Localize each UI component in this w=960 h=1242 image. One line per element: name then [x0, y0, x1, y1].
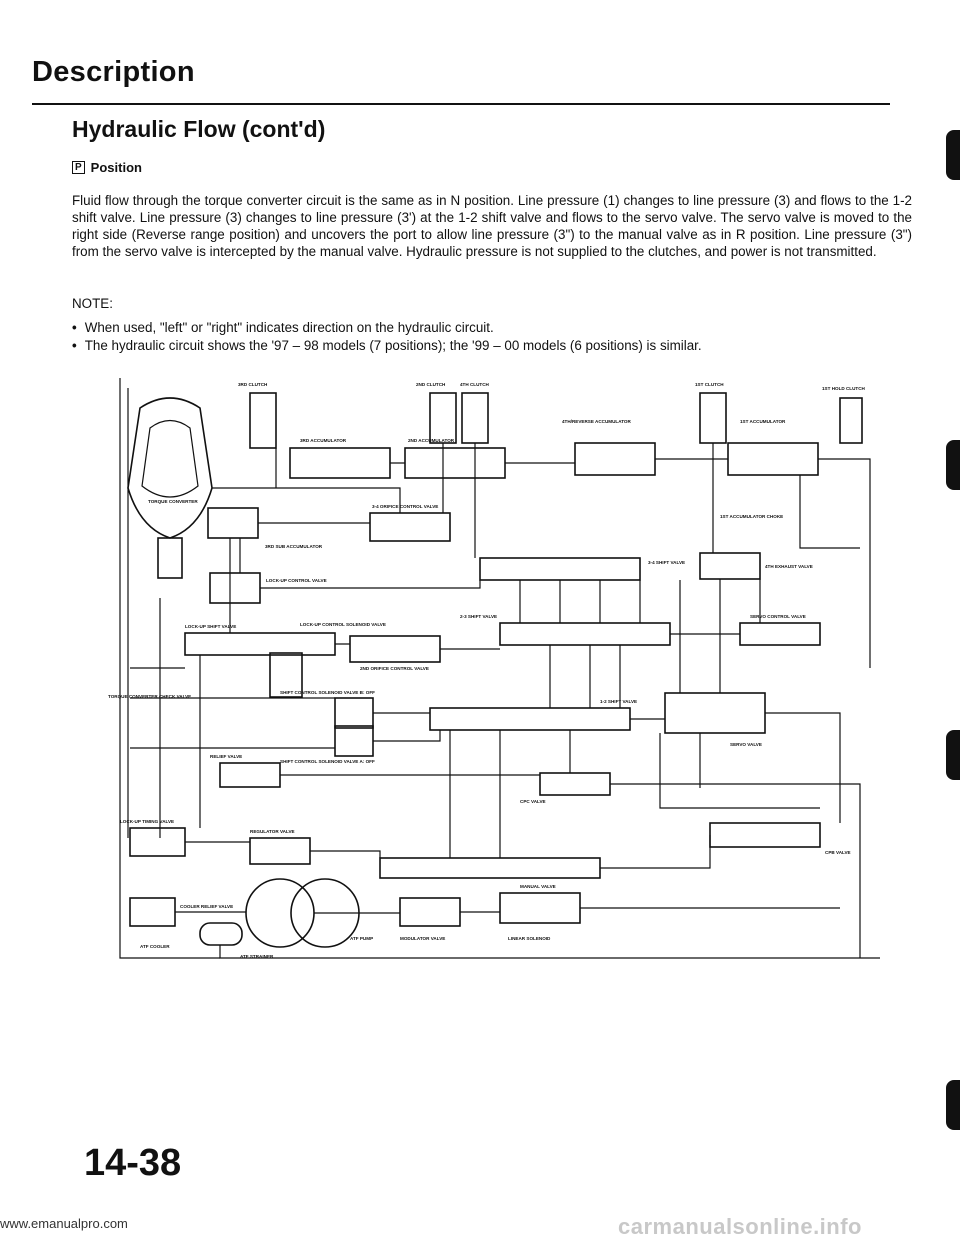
label-2nd-orifice-control-valve: 2ND ORIFICE CONTROL VALVE	[360, 666, 429, 671]
shift-valve-34	[479, 557, 641, 581]
label-4th-clutch: 4TH CLUTCH	[460, 382, 490, 387]
cpb-valve	[709, 822, 821, 848]
label-atf-pump: ATF PUMP	[350, 936, 373, 941]
sub-accumulator-3rd	[207, 507, 259, 539]
label-linear-solenoid: LINEAR SOLENOID	[508, 936, 551, 941]
note-item: • The hydraulic circuit shows the '97 – …	[72, 338, 702, 353]
shift-valve-12	[429, 707, 631, 731]
atf-pump	[245, 878, 315, 948]
clutch-drum-2nd	[429, 392, 457, 444]
label-1st-accumulator-choke: 1ST ACCUMULATOR CHOKE	[720, 514, 783, 519]
regulator-valve	[249, 837, 311, 865]
clutch-drum-3rd	[249, 392, 277, 449]
position-heading: P Position	[72, 160, 142, 175]
manual-valve	[379, 857, 601, 879]
label-1st-clutch: 1ST CLUTCH	[695, 382, 724, 387]
lock-up-control-valve	[209, 572, 261, 604]
clutch-drum-1st	[699, 392, 727, 444]
accumulator-4th-reverse	[574, 442, 656, 476]
label-23-shift-valve: 2-3 SHIFT VALVE	[460, 614, 497, 619]
clutch-drum-4th	[461, 392, 489, 444]
accumulator-2nd	[404, 447, 506, 479]
title-rule	[32, 103, 890, 105]
lock-up-shift-valve	[184, 632, 336, 656]
shift-valve-23	[499, 622, 671, 646]
orifice-control-valve-34	[369, 512, 451, 542]
bullet-icon: •	[72, 320, 77, 335]
label-atf-strainer: ATF STRAINER	[240, 954, 274, 959]
label-relief-valve: RELIEF VALVE	[210, 754, 242, 759]
source-url: www.emanualpro.com	[0, 1216, 128, 1231]
page-edge-tab	[946, 730, 960, 780]
label-3rd-sub-accumulator: 3RD SUB ACCUMULATOR	[265, 544, 323, 549]
label-servo-valve: SERVO VALVE	[730, 742, 762, 747]
label-servo-control-valve: SERVO CONTROL VALVE	[750, 614, 806, 619]
label-torque-converter-check-valve: TORQUE CONVERTER CHECK VALVE	[108, 694, 191, 699]
label-2nd-clutch: 2ND CLUTCH	[416, 382, 446, 387]
note-label: NOTE:	[72, 296, 113, 311]
label-cooler-relief-valve: COOLER RELIEF VALVE	[180, 904, 233, 909]
exhaust-valve-4th	[699, 552, 761, 580]
bullet-icon: •	[72, 338, 77, 353]
label-lock-up-control-solenoid: LOCK-UP CONTROL SOLENOID VALVE	[300, 622, 386, 627]
label-cpc-valve: CPC VALVE	[520, 799, 546, 804]
label-modulator-valve: MODULATOR VALVE	[400, 936, 445, 941]
clutch-drum-1st-hold	[839, 397, 863, 444]
servo-valve	[664, 692, 766, 734]
label-manual-valve: MANUAL VALVE	[520, 884, 556, 889]
page-edge-tab	[946, 130, 960, 180]
shift-solenoid-a	[334, 725, 374, 757]
orifice-control-valve-2nd	[349, 635, 441, 663]
lock-up-solenoid-body	[269, 652, 303, 698]
description-paragraph: Fluid flow through the torque converter …	[72, 193, 912, 259]
watermark-text: carmanualsonline.info	[618, 1214, 862, 1239]
label-1st-accumulator: 1ST ACCUMULATOR	[740, 419, 786, 424]
label-atf-cooler: ATF COOLER	[140, 944, 170, 949]
hydraulic-lines	[119, 378, 880, 959]
page-title: Description	[32, 56, 195, 88]
section-subtitle: Hydraulic Flow (cont'd)	[72, 116, 326, 142]
label-shift-solenoid-b: SHIFT CONTROL SOLENOID VALVE B: OFF	[280, 690, 375, 695]
cooler-relief-valve	[129, 897, 176, 927]
label-cpb-valve: CPB VALVE	[825, 850, 851, 855]
label-lock-up-control-valve: LOCK-UP CONTROL VALVE	[266, 578, 327, 583]
label-3rd-clutch: 3RD CLUTCH	[238, 382, 268, 387]
linear-solenoid	[499, 892, 581, 924]
label-1st-hold-clutch: 1ST HOLD CLUTCH	[822, 386, 866, 391]
note-text: When used, "left" or "right" indicates d…	[84, 320, 494, 335]
page-edge-tab	[946, 1080, 960, 1130]
shift-solenoid-b	[334, 697, 374, 729]
page-edge-tab	[946, 440, 960, 490]
hydraulic-circuit-diagram: 3RD CLUTCH 2ND CLUTCH 4TH CLUTCH 1ST CLU…	[108, 378, 880, 959]
accumulator-3rd	[289, 447, 391, 479]
relief-valve	[219, 762, 281, 788]
note-item: • When used, "left" or "right" indicates…	[72, 320, 494, 335]
page-number: 14-38	[84, 1142, 182, 1184]
note-text: The hydraulic circuit shows the '97 – 98…	[84, 338, 702, 353]
label-3rd-accumulator: 3RD ACCUMULATOR	[300, 438, 347, 443]
label-lock-up-timing-valve: LOCK-UP TIMING VALVE	[120, 819, 174, 824]
atf-strainer	[199, 922, 243, 946]
label-regulator-valve: REGULATOR VALVE	[250, 829, 295, 834]
label-2nd-accumulator: 2ND ACCUMULATOR	[408, 438, 455, 443]
servo-control-valve	[739, 622, 821, 646]
position-letter-box: P	[72, 161, 85, 174]
label-shift-solenoid-a: SHIFT CONTROL SOLENOID VALVE A: OFF	[280, 759, 375, 764]
position-label: Position	[90, 160, 142, 175]
lock-up-timing-valve	[129, 827, 186, 857]
modulator-valve	[399, 897, 461, 927]
label-34-orifice-control-valve: 3-4 ORIFICE CONTROL VALVE	[372, 504, 438, 509]
accumulator-1st	[727, 442, 819, 476]
torque-converter-shape	[127, 397, 213, 539]
label-4th-exhaust-valve: 4TH EXHAUST VALVE	[765, 564, 813, 569]
label-12-shift-valve: 1-2 SHIFT VALVE	[600, 699, 637, 704]
label-lock-up-shift-valve: LOCK-UP SHIFT VALVE	[185, 624, 236, 629]
label-4th-reverse-accumulator: 4TH/REVERSE ACCUMULATOR	[562, 419, 632, 424]
cpc-valve	[539, 772, 611, 796]
label-torque-converter: TORQUE CONVERTER	[148, 499, 198, 504]
label-34-shift-valve: 3-4 SHIFT VALVE	[648, 560, 685, 565]
